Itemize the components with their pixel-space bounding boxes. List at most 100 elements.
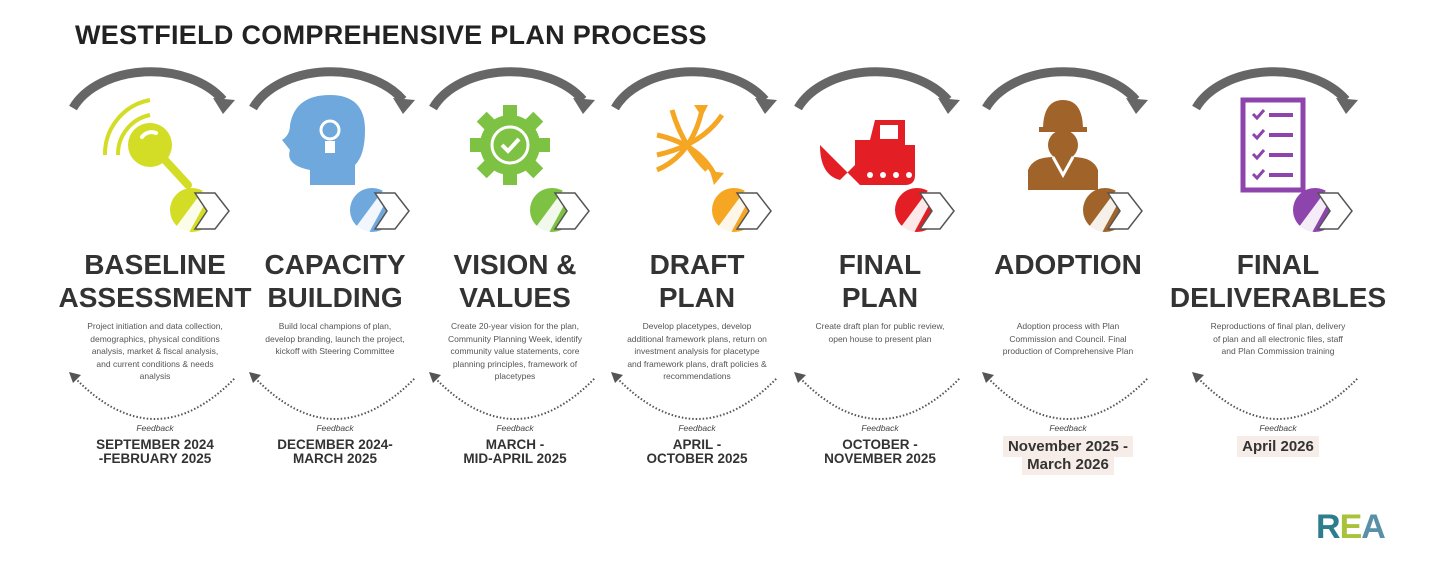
process-arrow	[794, 67, 952, 111]
stage-description: Build local champions of plan, develop b…	[265, 321, 405, 356]
head-lightbulb-icon	[282, 95, 365, 185]
arrowhead-icon	[393, 98, 415, 114]
stage-date-line: NOVEMBER 2025	[824, 451, 936, 466]
stage-date: OCTOBER -NOVEMBER 2025	[780, 438, 980, 466]
stage-date: MARCH -MID-APRIL 2025	[415, 438, 615, 466]
process-arrow	[249, 67, 407, 111]
chevron-badge	[350, 185, 410, 240]
stage-title-line: FINAL	[838, 249, 922, 280]
stage-graphic: Consultant Team, Client, Public	[611, 52, 777, 240]
stage-date-line: MARCH 2025	[292, 451, 378, 466]
chevron-badge	[1293, 185, 1353, 240]
page-title: WESTFIELD COMPREHENSIVE PLAN PROCESS	[75, 20, 707, 50]
stage-date: APRIL -OCTOBER 2025	[597, 438, 797, 466]
stage-graphic: Consultant Team, Client, Public	[982, 52, 1148, 240]
stage-date-line: OCTOBER 2025	[646, 451, 748, 466]
feedback-arrow	[794, 372, 961, 420]
feedback-arrow	[249, 372, 416, 420]
stage-date: November 2025 -March 2026	[968, 436, 1168, 475]
chevron-badge	[170, 185, 230, 240]
chevron-badge	[895, 185, 955, 240]
feedback-arrow	[982, 372, 1149, 420]
feedback-arrow	[611, 372, 778, 420]
stage-title-line: PLAN	[841, 282, 919, 313]
magnifier-signal-icon	[102, 98, 192, 189]
stage-date: SEPTEMBER 2024-FEBRUARY 2025	[55, 438, 255, 466]
stage-description: Develop placetypes, develop additional f…	[627, 321, 767, 381]
stage-description: Create 20-year vision for the plan, Comm…	[447, 321, 583, 381]
feedback-label: Feedback	[316, 423, 354, 433]
stage-date-line: DECEMBER 2024-	[277, 437, 393, 452]
stage-date: April 2026	[1178, 436, 1378, 457]
checklist-icon	[1240, 97, 1306, 193]
stage-title: ADOPTION	[948, 248, 1188, 281]
feedback-label: Feedback	[861, 423, 899, 433]
feedback-label: Feedback	[1049, 423, 1087, 433]
arrowhead-icon	[213, 98, 235, 114]
process-arrow	[611, 67, 769, 111]
stage-description: Project initiation and data collection, …	[87, 321, 223, 381]
crossing-arrows-icon	[655, 105, 725, 185]
process-arrow	[1192, 67, 1350, 111]
stage-date-line: April 2026	[1237, 436, 1319, 457]
stage-title-line: BUILDING	[267, 282, 403, 313]
stage-date-line: MARCH -	[485, 437, 545, 452]
stage-title-line: BASELINE	[84, 249, 226, 280]
rea-logo: REA	[1316, 508, 1386, 546]
process-arrow	[429, 67, 587, 111]
stage-title-line: FINAL	[1236, 249, 1320, 280]
stage-date-line: -FEBRUARY 2025	[98, 451, 212, 466]
stage-title-line: ADOPTION	[994, 249, 1142, 280]
stage-title-line: VALUES	[459, 282, 571, 313]
feedback-arrow	[1192, 372, 1359, 420]
stage-title-line: DRAFT	[649, 249, 745, 280]
feedback-label: Feedback	[678, 423, 716, 433]
stage-title: VISION &VALUES	[395, 248, 635, 314]
process-arrow	[69, 67, 227, 111]
feedback-label: Feedback	[136, 423, 174, 433]
arrowhead-icon	[1336, 98, 1358, 114]
process-arrow	[982, 67, 1140, 111]
chevron-badge	[712, 185, 772, 240]
arrowhead-icon	[755, 98, 777, 114]
arrowhead-icon	[938, 98, 960, 114]
stage-title-line: ASSESSMENT	[58, 282, 252, 313]
stage-date-line: MID-APRIL 2025	[463, 451, 567, 466]
worker-icon	[1028, 100, 1098, 190]
gear-check-icon	[470, 105, 550, 185]
stage-title-line: VISION &	[453, 249, 577, 280]
stage-description: Create draft plan for public review, ope…	[815, 321, 945, 344]
stage-title-line: CAPACITY	[264, 249, 406, 280]
stage-graphic: Consultant Team, Client, Public	[429, 52, 595, 240]
feedback-label: Feedback	[1259, 423, 1297, 433]
stage-title-line: DELIVERABLES	[1169, 282, 1387, 313]
feedback-arrow	[429, 372, 596, 420]
stage-description: Reproductions of final plan, delivery of…	[1210, 321, 1346, 356]
stage-1: Consultant Team, Client, Public BASELINE…	[55, 0, 255, 587]
chevron-badge	[1083, 185, 1143, 240]
stage-date-line: SEPTEMBER 2024	[96, 437, 214, 452]
stage-title-line: PLAN	[658, 282, 736, 313]
stage-3: Consultant Team, Client, Public VISION &…	[415, 0, 615, 587]
stage-date: DECEMBER 2024-MARCH 2025	[235, 438, 435, 466]
stage-graphic: Consultant Team, Client, Public	[794, 52, 960, 240]
bulldozer-icon	[820, 120, 915, 185]
arrowhead-icon	[573, 98, 595, 114]
arrowhead-icon	[1126, 98, 1148, 114]
stage-2: Consultant Team, Client, Public CAPACITY…	[235, 0, 435, 587]
stage-graphic: Consultant Team, Client, Public	[69, 52, 235, 240]
stage-date-line: March 2026	[1022, 454, 1114, 475]
stage-graphic: Consultant Team, Client, Public	[1192, 52, 1358, 240]
stage-date-line: OCTOBER -	[842, 437, 918, 452]
stage-date-line: November 2025 -	[1002, 436, 1134, 457]
stage-graphic: Consultant Team, Client, Public	[249, 52, 415, 240]
chevron-badge	[530, 185, 590, 240]
stage-6: Consultant Team, Client, Public ADOPTION…	[968, 0, 1168, 587]
